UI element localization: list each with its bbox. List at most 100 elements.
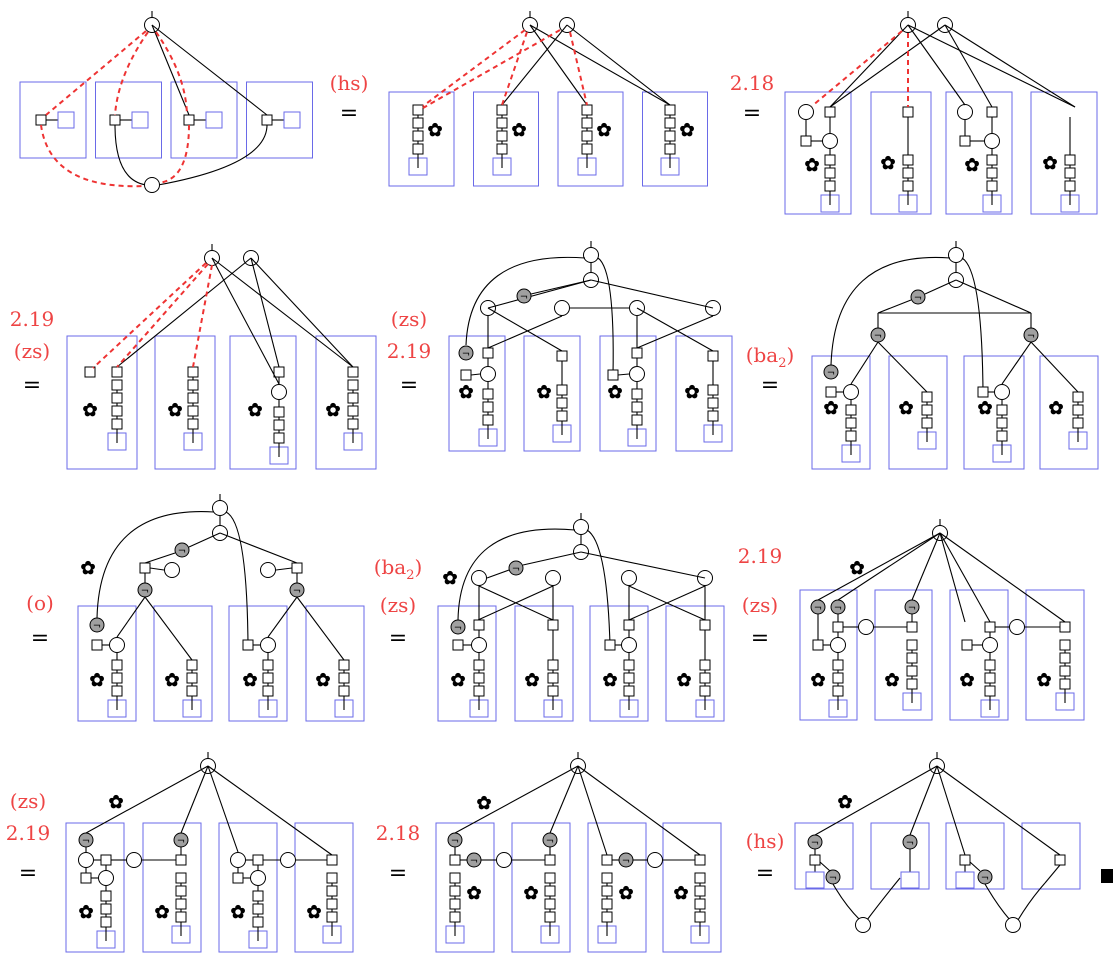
square-node [906,678,918,690]
panel-6: ¬¬¬¬✿✿✿✿ [811,241,1099,470]
square-node [262,672,274,684]
star-icon: ✿ [306,902,321,923]
wire [296,596,345,661]
square-node [175,854,187,866]
square-node [496,117,508,129]
white-spider [144,177,160,193]
square-node [707,410,719,422]
white-spider [78,852,94,868]
square-node [1072,391,1084,403]
square-node [986,180,998,192]
white-spider [260,637,276,653]
dashed-wire [114,31,149,116]
square-node [338,659,350,671]
white-spider [230,852,246,868]
wire [1001,341,1032,385]
square-node [809,854,821,866]
negation-glyph: ¬ [914,293,922,304]
square-node [187,418,199,430]
square-node [186,659,198,671]
square-node [1064,154,1076,166]
negation-node: ¬ [516,288,532,304]
star-icon: ✿ [164,670,179,691]
wire [529,24,671,106]
blue-box [557,91,624,187]
negation-glyph: ¬ [546,836,554,847]
wire [96,511,215,619]
negation-node: ¬ [289,582,305,598]
blue-box [1030,91,1098,215]
blue-box [599,335,657,452]
wire [924,279,957,295]
square-node [845,417,857,429]
square-node [111,659,123,671]
square-node [111,392,123,404]
square-node [921,417,933,429]
negation-glyph: ¬ [908,603,916,614]
wire [909,765,938,836]
square-node [631,388,643,400]
star-icon: ✿ [427,120,442,141]
wire [1044,864,1061,884]
negation-glyph: ¬ [811,838,819,849]
square-node [832,659,844,671]
wire [939,532,1066,623]
square-node [326,854,338,866]
star-icon: ✿ [959,670,974,691]
square-node [232,872,244,884]
square-node [824,167,836,179]
square-node [699,619,711,631]
wire [267,596,298,638]
square-node [544,885,556,897]
square-node [412,117,424,129]
square-node [556,350,568,362]
blue-box [170,81,238,159]
wire [636,307,714,352]
square-node [800,135,812,147]
star-icon: ✿ [602,670,617,691]
negation-node: ¬ [810,599,826,615]
wire [829,24,909,108]
blue-box [799,589,858,721]
negation-node: ¬ [618,852,634,868]
wire [501,24,568,106]
white-spider [573,519,589,535]
square-node [581,117,593,129]
panel-7: ✿¬¬¬¬✿✿✿✿ [77,494,365,722]
star-icon: ✿ [230,902,245,923]
negation-node: ¬ [458,345,474,361]
white-spider [855,917,871,933]
wire [487,279,592,309]
square-node [984,672,996,684]
panel-10: ✿¬¬✿✿✿✿ [65,752,354,953]
square-node [473,685,485,697]
star-icon: ✿ [442,568,457,589]
star-icon: ✿ [823,398,838,419]
rule-hs-label: (hs) [330,71,369,95]
square-node [902,154,914,166]
square-node [187,379,199,391]
negation-node: ¬ [904,599,920,615]
square-node [347,379,359,391]
panel-5: ¬¬✿✿✿✿ [448,241,733,452]
white-spider [948,247,964,263]
square-node [845,430,857,442]
star-icon: ✿ [898,398,913,419]
blue-box [228,605,288,722]
wire [457,528,576,621]
square-node [412,130,424,142]
blue-box [283,111,301,129]
square-node [581,130,593,142]
rule-zs-label: (zs) [10,789,46,813]
wire [85,765,209,834]
grey-spider [516,288,532,304]
panel-9: ✿¬¬¬✿✿✿✿ [799,519,1085,721]
square-node [473,619,485,631]
square-node [482,414,494,426]
wire [597,257,614,376]
blue-box [437,605,497,722]
blue-box [955,871,975,889]
negation-node: ¬ [78,832,94,848]
square-node [111,405,123,417]
grey-spider [174,542,190,558]
